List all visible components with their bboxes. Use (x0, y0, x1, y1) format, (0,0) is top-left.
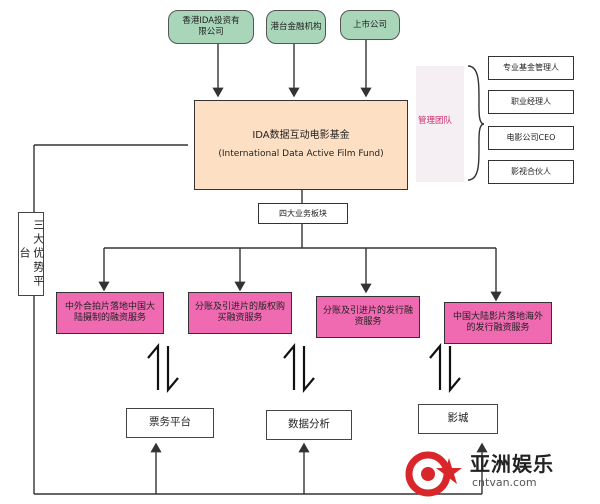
management-label-bg (416, 66, 464, 182)
platform-cinema-label: 影城 (447, 412, 469, 425)
brand-logo-icon (405, 451, 462, 497)
service-coproduction-financing: 中外合拍片落地中国大陆摄制的融资服务 (56, 292, 164, 334)
member-film-company-ceo: 电影公司CEO (488, 126, 574, 150)
platform-cinema: 影城 (418, 404, 498, 434)
fund-box: IDA数据互动电影基金 (International Data Active F… (194, 100, 408, 190)
business-segments-label: 四大业务板块 (258, 203, 348, 224)
service-copyright-purchase-financing: 分账及引进片的版权购买融资服务 (188, 292, 292, 334)
platform-data-analysis-label: 数据分析 (288, 418, 330, 431)
platforms-label-box: 三大优势平台 (18, 212, 45, 296)
business-segments-text: 四大业务板块 (279, 208, 327, 218)
investor-hk-tw-finance: 港台金融机构 (266, 10, 326, 44)
member-professional-manager-label: 职业经理人 (511, 97, 551, 106)
service-coproduction-financing-label: 中外合拍片落地中国大陆摄制的融资服务 (64, 301, 155, 323)
investor-ida-investment: 香港IDA投资有限公司 (168, 10, 254, 44)
service-distribution-financing: 分账及引进片的发行融资服务 (316, 296, 420, 338)
service-copyright-purchase-financing-label: 分账及引进片的版权购买融资服务 (194, 301, 285, 323)
member-film-company-ceo-label: 电影公司CEO (506, 133, 556, 142)
investor-ida-investment-label: 香港IDA投资有限公司 (182, 16, 240, 37)
investor-hk-tw-finance-label: 港台金融机构 (270, 21, 322, 32)
member-film-partner-label: 影视合伙人 (511, 167, 551, 176)
service-overseas-distribution-financing: 中国大陆影片落地海外的发行融资服务 (444, 302, 552, 344)
platform-ticketing-label: 票务平台 (149, 416, 191, 429)
member-professional-manager: 职业经理人 (488, 90, 574, 114)
member-fund-manager: 专业基金管理人 (488, 56, 574, 80)
service-overseas-distribution-financing-label: 中国大陆影片落地海外的发行融资服务 (452, 311, 543, 333)
investor-listed-company: 上市公司 (340, 10, 400, 40)
platforms-label: 三大优势平台 (18, 219, 45, 289)
service-distribution-financing-label: 分账及引进片的发行融资服务 (322, 305, 413, 327)
member-fund-manager-label: 专业基金管理人 (503, 63, 559, 72)
member-film-partner: 影视合伙人 (488, 160, 574, 184)
investor-listed-company-label: 上市公司 (352, 19, 387, 30)
fund-name: IDA数据互动电影基金 (252, 130, 350, 142)
brand-url: cntvan.com (472, 476, 537, 489)
management-label: 管理团队 (418, 116, 453, 126)
platform-data-analysis: 数据分析 (266, 410, 352, 440)
platform-ticketing: 票务平台 (126, 408, 214, 438)
fund-english-name: (International Data Active Film Fund) (218, 148, 384, 159)
brand-name: 亚洲娱乐 (470, 452, 554, 476)
